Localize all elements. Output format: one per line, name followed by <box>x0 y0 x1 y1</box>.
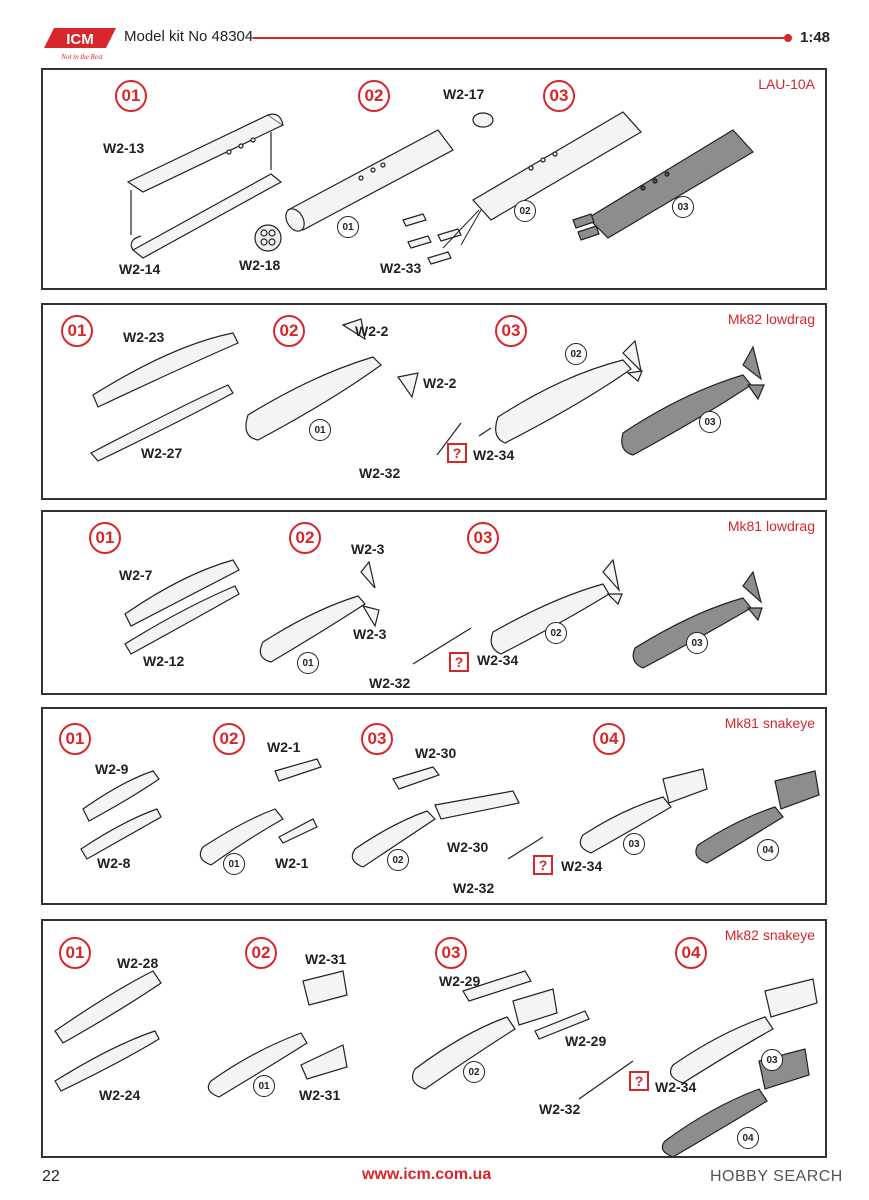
step-02-badge: 02 <box>273 315 305 347</box>
panel-mk81-lowdrag: Mk81 lowdrag 01 02 03 W2-7 W2-12 W2-3 W2… <box>41 510 827 695</box>
subassembly-marker: 03 <box>699 411 721 433</box>
step-02-badge: 02 <box>245 937 277 969</box>
part-label: W2-27 <box>141 445 183 461</box>
panel-title: LAU-10A <box>758 76 815 92</box>
part-label: W2-3 <box>353 626 387 642</box>
step-03-badge: 03 <box>467 522 499 554</box>
optional-part-marker: ? <box>447 443 467 463</box>
part-label: W2-32 <box>359 465 401 481</box>
step-04-badge: 04 <box>593 723 625 755</box>
part-label: W2-9 <box>95 761 129 777</box>
subassembly-marker: 02 <box>387 849 409 871</box>
website-link[interactable]: www.icm.com.ua <box>362 1166 492 1183</box>
subassembly-marker: 02 <box>463 1061 485 1083</box>
subassembly-marker: 03 <box>686 632 708 654</box>
step-02-badge: 02 <box>358 80 390 112</box>
part-label: W2-1 <box>267 739 301 755</box>
part-label: W2-23 <box>123 329 165 345</box>
step-01-badge: 01 <box>59 723 91 755</box>
part-label: W2-33 <box>380 260 422 276</box>
panel-mk81-snakeye: Mk81 snakeye 01 02 03 04 W2-9 W2-8 W2-1 … <box>41 707 827 905</box>
part-label: W2-32 <box>453 880 495 896</box>
part-label: W2-2 <box>355 323 389 339</box>
panel-mk82-snakeye: Mk82 snakeye 01 02 03 04 W2-28 W2-24 W2-… <box>41 919 827 1158</box>
mk81-lowdrag-drawing <box>124 558 763 669</box>
part-label: W2-3 <box>351 541 385 557</box>
kit-number: Model kit No 48304 <box>124 28 254 45</box>
panel-mk82-lowdrag: Mk82 lowdrag 01 02 03 W2-23 W2-27 W2-2 W… <box>41 303 827 500</box>
subassembly-marker: 03 <box>761 1049 783 1071</box>
page-number: 22 <box>42 1168 60 1185</box>
scale-label: 1:48 <box>800 29 831 46</box>
part-label: W2-30 <box>415 745 457 761</box>
part-label: W2-34 <box>473 447 515 463</box>
part-label: W2-12 <box>143 653 185 669</box>
part-label: W2-30 <box>447 839 489 855</box>
step-01-badge: 01 <box>61 315 93 347</box>
panel-title: Mk82 lowdrag <box>727 311 815 327</box>
part-label: W2-24 <box>99 1087 141 1103</box>
part-label: W2-29 <box>439 973 481 989</box>
part-label: W2-1 <box>275 855 309 871</box>
part-label: W2-7 <box>119 567 153 583</box>
step-03-badge: 03 <box>495 315 527 347</box>
step-03-badge: 03 <box>435 937 467 969</box>
step-01-badge: 01 <box>89 522 121 554</box>
optional-part-marker: ? <box>449 652 469 672</box>
part-label: W2-31 <box>299 1087 341 1103</box>
watermark: HOBBY SEARCH <box>710 1168 843 1185</box>
subassembly-marker: 01 <box>223 853 245 875</box>
subassembly-marker: 01 <box>309 419 331 441</box>
part-label: W2-28 <box>117 955 159 971</box>
panel-title: Mk81 lowdrag <box>727 518 815 534</box>
panel-title: Mk81 snakeye <box>724 715 815 731</box>
logo-brand: ICM <box>66 31 94 48</box>
header-divider <box>253 34 792 42</box>
subassembly-marker: 04 <box>737 1127 759 1149</box>
mk82-lowdrag-drawing <box>90 318 765 462</box>
subassembly-marker: 02 <box>565 343 587 365</box>
part-label: W2-31 <box>305 951 347 967</box>
subassembly-marker: 01 <box>297 652 319 674</box>
part-label: W2-18 <box>239 257 281 273</box>
part-label: W2-8 <box>97 855 131 871</box>
step-03-badge: 03 <box>361 723 393 755</box>
mk81-snakeye-drawing <box>80 758 820 868</box>
part-label: W2-34 <box>655 1079 697 1095</box>
part-label: W2-34 <box>477 652 519 668</box>
panel-lau10a: LAU-10A 01 02 03 W2-13 W2-14 W2-18 W2-17… <box>41 68 827 290</box>
part-label: W2-17 <box>443 86 485 102</box>
subassembly-marker: 01 <box>253 1075 275 1097</box>
step-02-badge: 02 <box>289 522 321 554</box>
part-label: W2-14 <box>119 261 161 277</box>
part-label: W2-32 <box>539 1101 581 1117</box>
subassembly-marker: 01 <box>337 216 359 238</box>
icm-logo: ICM Not in the Rest <box>44 28 116 61</box>
subassembly-marker: 02 <box>545 622 567 644</box>
step-01-badge: 01 <box>59 937 91 969</box>
part-label: W2-32 <box>369 675 411 691</box>
part-label: W2-2 <box>423 375 457 391</box>
mk82-snakeye-drawing <box>54 970 818 1158</box>
part-label: W2-13 <box>103 140 145 156</box>
optional-part-marker: ? <box>533 855 553 875</box>
step-02-badge: 02 <box>213 723 245 755</box>
subassembly-marker: 02 <box>514 200 536 222</box>
step-04-badge: 04 <box>675 937 707 969</box>
panel-title: Mk82 snakeye <box>724 927 815 943</box>
subassembly-marker: 03 <box>623 833 645 855</box>
optional-part-marker: ? <box>629 1071 649 1091</box>
page-header: ICM Not in the Rest Model kit No 48304 1… <box>0 0 869 61</box>
part-label: W2-34 <box>561 858 603 874</box>
part-label: W2-29 <box>565 1033 607 1049</box>
subassembly-marker: 04 <box>757 839 779 861</box>
logo-tagline: Not in the Rest <box>60 53 103 61</box>
step-03-badge: 03 <box>543 80 575 112</box>
subassembly-marker: 03 <box>672 196 694 218</box>
lau10a-drawing <box>126 111 754 265</box>
step-01-badge: 01 <box>115 80 147 112</box>
